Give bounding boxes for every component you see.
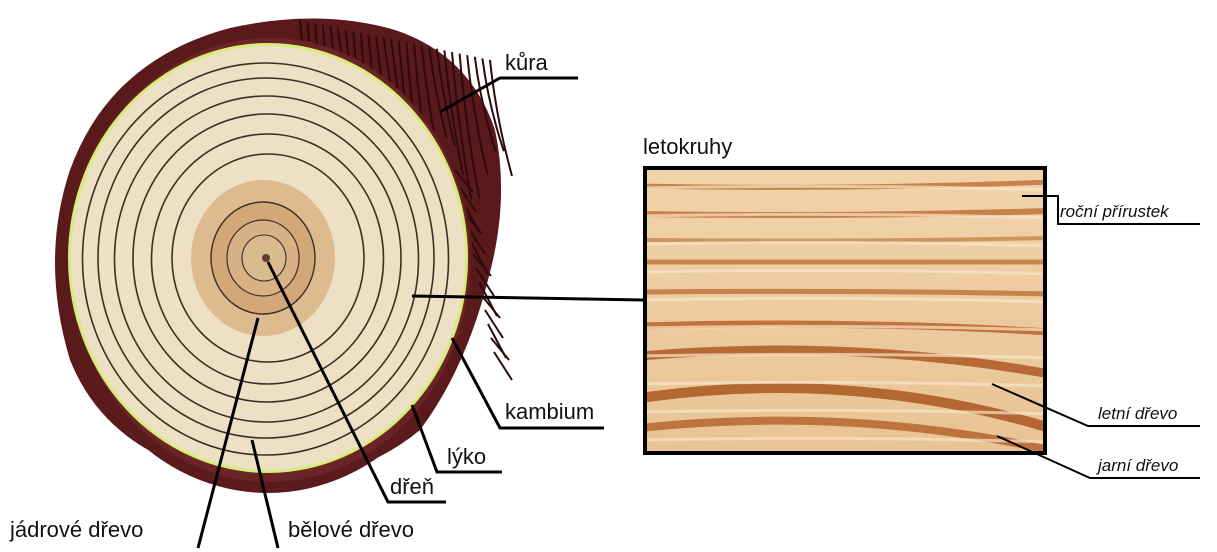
- label-dren: dřeň: [390, 474, 434, 499]
- label-jadrove-drevo: jádrové dřevo: [9, 517, 143, 542]
- label-letokruhy: letokruhy: [643, 134, 732, 159]
- bark-fiber: [491, 338, 509, 360]
- bark-fiber: [482, 296, 500, 318]
- wood-grain-photo: [640, 168, 1050, 453]
- label-lyko: lýko: [447, 444, 486, 469]
- grain-band: [640, 291, 1050, 294]
- bark-fiber: [494, 352, 512, 380]
- label-kambium: kambium: [505, 399, 594, 424]
- pith: [262, 254, 270, 262]
- log: [55, 18, 512, 493]
- label-belove-drevo: bělové dřevo: [288, 517, 414, 542]
- label-jarni-drevo: jarní dřevo: [1096, 456, 1178, 475]
- label-rocni-prirustek: roční přírustek: [1060, 202, 1170, 221]
- label-letni-drevo: letní dřevo: [1098, 404, 1177, 423]
- label-kura: kůra: [505, 50, 549, 75]
